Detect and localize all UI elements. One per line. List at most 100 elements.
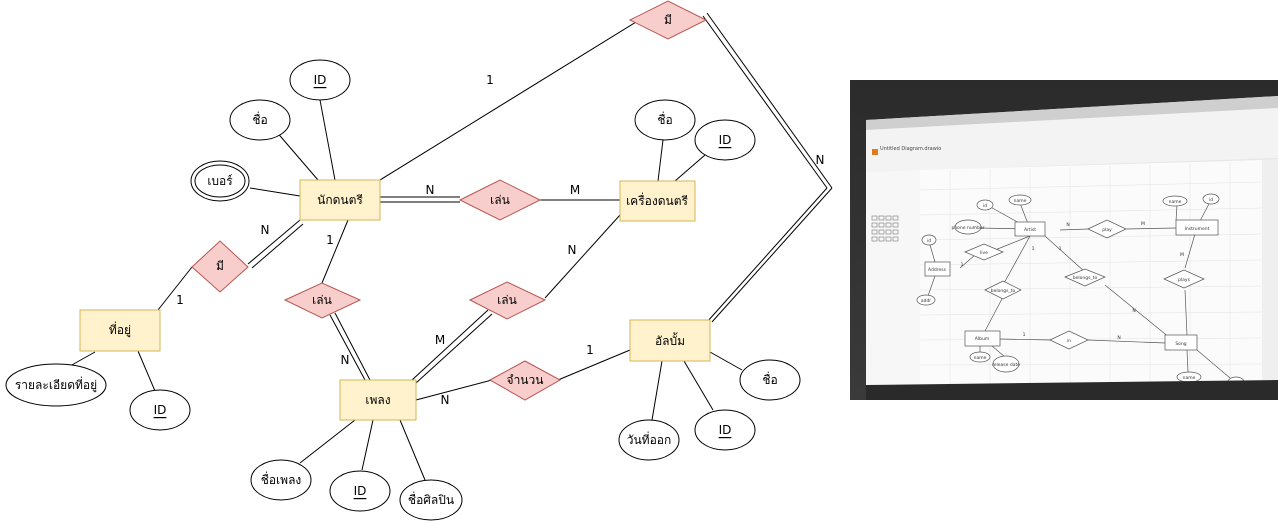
photo-right-panel <box>1262 159 1278 385</box>
attribute-musician-id-label: ID <box>314 73 327 87</box>
entity-address-label: ที่อยู่ <box>109 321 131 338</box>
attribute-address-id[interactable]: ID <box>129 389 191 431</box>
photo-card-3: 1 <box>961 262 964 268</box>
entity-song-label: เพลง <box>365 393 390 407</box>
photo-rel-plays: plays <box>1178 277 1191 283</box>
entity-musician-label: นักดนตรี <box>317 193 363 207</box>
photo-entity-instrument: Instrument <box>1185 226 1210 232</box>
edge-album-id <box>683 360 714 411</box>
cardinality-instr-m: M <box>570 183 580 197</box>
photo-rel-belongs-to-1: belongs_to <box>991 288 1016 294</box>
cardinality-mid-m: M <box>435 333 445 347</box>
edge-instrument-name <box>657 139 664 182</box>
attribute-song-id[interactable]: ID <box>329 470 391 512</box>
edges <box>69 12 833 481</box>
edge-song-name <box>299 419 356 464</box>
edge-song-id <box>361 419 374 471</box>
edge-musician-phone <box>249 187 301 197</box>
attribute-album-id-label: ID <box>719 423 732 437</box>
attribute-song-id-label: ID <box>354 484 367 498</box>
photo-left-panel <box>866 170 920 392</box>
edge-musician-has-top <box>379 21 637 181</box>
edge-musician-id <box>319 99 336 181</box>
photo-attr-id-2: id <box>1209 197 1213 203</box>
edge-instrument-plays-mid <box>544 214 621 299</box>
attribute-song-name[interactable]: ชื่อเพลง <box>250 459 312 501</box>
edge-plays-left-song-b <box>334 312 371 381</box>
edge-musician-name <box>274 129 319 181</box>
photo-attr-id-3: id <box>927 238 931 244</box>
relationship-plays-instrument[interactable]: เล่น <box>458 179 542 221</box>
cardinality-top-n: N <box>816 153 825 167</box>
edge-instrument-id <box>674 154 706 182</box>
edge-address-id <box>137 350 156 392</box>
attribute-album-name-label: ชื่อ <box>762 371 777 387</box>
reference-photo: Untitled Diagram.drawio <box>850 80 1278 400</box>
photo-tab-bar <box>866 96 1278 130</box>
entity-address[interactable]: ที่อยู่ <box>79 309 161 352</box>
attribute-musician-phone-label: เบอร์ <box>207 174 233 188</box>
cardinality-musician-song-n: N <box>341 353 350 367</box>
cardinality-count-1: 1 <box>586 343 594 357</box>
entity-song[interactable]: เพลง <box>339 379 417 421</box>
attribute-musician-name-label: ชื่อ <box>252 111 267 127</box>
attribute-album-name[interactable]: ชื่อ <box>739 359 801 401</box>
attribute-address-detail[interactable]: รายละเอียดที่อยู่ <box>5 363 107 407</box>
attribute-address-id-label: ID <box>154 403 167 417</box>
relationship-plays-left-label: เล่น <box>312 293 332 307</box>
photo-card-2: M <box>1141 221 1145 227</box>
attribute-album-date[interactable]: วันที่ออก <box>618 419 680 461</box>
attribute-song-name-label: ชื่อเพลง <box>261 471 302 487</box>
photo-app-title: Untitled Diagram.drawio <box>880 146 941 152</box>
photo-rel-belongs-to-2: belongs_to <box>1073 275 1098 281</box>
edge-count-album <box>557 349 631 381</box>
attribute-musician-name[interactable]: ชื่อ <box>229 99 291 141</box>
entity-instrument-label: เครื่องดนตรี <box>626 192 688 208</box>
attribute-musician-phone[interactable]: เบอร์ <box>190 160 250 202</box>
relationship-has-left[interactable]: มี <box>191 240 249 293</box>
photo-rel-live: live <box>980 250 988 256</box>
attribute-address-detail-label: รายละเอียดที่อยู่ <box>15 376 97 393</box>
entity-instrument[interactable]: เครื่องดนตรี <box>619 180 696 222</box>
edge-has-top-album-c <box>706 187 828 323</box>
entity-musician[interactable]: นักดนตรี <box>299 179 381 221</box>
attribute-album-id[interactable]: ID <box>694 409 756 451</box>
cardinality-count-n: N <box>441 393 450 407</box>
edge-musician-has-left-b <box>251 223 304 269</box>
edge-plays-mid-song-b <box>415 313 493 384</box>
photo-entity-address: Address <box>928 267 947 273</box>
entity-album[interactable]: อัลบั้ม <box>629 319 711 362</box>
photo-attr-name-1: name <box>1014 199 1027 204</box>
edge-has-top-album-d <box>711 187 833 323</box>
edge-has-left-address <box>157 266 193 311</box>
attribute-album-date-label: วันที่ออก <box>627 431 672 447</box>
relationship-plays-mid[interactable]: เล่น <box>468 281 547 320</box>
photo-entity-artist: Artist <box>1024 227 1036 233</box>
relationship-plays-instrument-label: เล่น <box>490 193 510 207</box>
photo-taskbar <box>866 380 1278 400</box>
relationship-has-top[interactable]: มี <box>628 0 708 40</box>
attribute-instrument-id[interactable]: ID <box>694 119 756 161</box>
photo-mini-diagram <box>916 193 1245 388</box>
relationship-has-top-label: มี <box>664 13 672 27</box>
edge-plays-left-song-a <box>329 314 366 381</box>
cardinality-labels: 1 N N M N 1 1 N N M N 1 <box>176 73 824 407</box>
photo-mini-labels: Artist Instrument Address Album Song pla… <box>921 197 1238 386</box>
attribute-musician-id[interactable]: ID <box>289 59 351 101</box>
photo-attr-phone: phone number <box>951 225 984 231</box>
photo-attr-addr: addr <box>921 298 931 304</box>
attribute-instrument-name[interactable]: ชื่อ <box>634 99 696 141</box>
edge-musician-has-left-a <box>247 219 301 265</box>
relationship-count[interactable]: จำนวน <box>488 360 562 401</box>
attribute-instrument-id-label: ID <box>719 133 732 147</box>
edge-address-detail <box>69 351 96 367</box>
photo-attr-name-4: name <box>1183 376 1196 381</box>
edge-has-top-album-b <box>706 12 833 189</box>
edge-song-count <box>415 379 493 401</box>
photo-shape-thumbnails <box>871 215 899 242</box>
attribute-song-artist[interactable]: ชื่อศิลปิน <box>399 479 463 521</box>
photo-rel-play: play <box>1102 227 1112 233</box>
relationship-plays-left[interactable]: เล่น <box>283 282 362 319</box>
photo-app-logo <box>872 149 878 155</box>
